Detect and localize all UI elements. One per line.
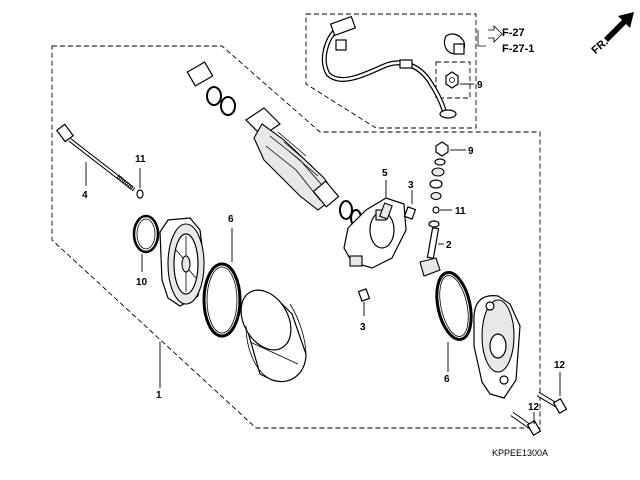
motor-yoke-part <box>240 289 307 383</box>
terminal-hardware-stack <box>419 141 449 277</box>
starter-cable <box>321 15 466 119</box>
mounting-bolt-part <box>536 391 568 415</box>
front-cover-part <box>159 217 205 307</box>
gasket-part <box>202 262 242 338</box>
gasket-part <box>435 271 473 341</box>
callout-9-upper[interactable]: 9 <box>477 80 483 91</box>
callout-3-upper[interactable]: 3 <box>408 180 414 191</box>
assembly-boundary <box>51 45 541 429</box>
long-bolt-part <box>55 123 136 192</box>
callout-6-right[interactable]: 6 <box>444 374 450 385</box>
callout-11-right[interactable]: 11 <box>455 206 466 217</box>
callout-3-lower[interactable]: 3 <box>360 322 366 333</box>
callout-1[interactable]: 1 <box>156 390 162 401</box>
callout-11-left[interactable]: 11 <box>135 154 146 165</box>
o-ring-part <box>132 214 160 254</box>
washer-part <box>136 189 144 199</box>
reference-f27-1[interactable]: F-27-1 <box>502 43 534 55</box>
mounting-bolt-part <box>510 411 542 437</box>
nut-inset-boundary <box>435 61 471 99</box>
brush-part <box>403 206 417 220</box>
reference-f27[interactable]: F-27 <box>502 27 525 39</box>
callout-10[interactable]: 10 <box>136 277 148 288</box>
reference-marker: F-27 F-27-1 <box>477 25 534 55</box>
callout-9-lower[interactable]: 9 <box>468 146 474 157</box>
armature-part <box>186 61 340 211</box>
brush-holder-part <box>343 197 407 269</box>
brush-part <box>357 288 371 302</box>
front-direction-arrow-icon: FR. <box>589 12 634 57</box>
callout-12-right[interactable]: 12 <box>554 360 566 371</box>
callout-2[interactable]: 2 <box>446 240 452 251</box>
callout-4[interactable]: 4 <box>82 190 88 201</box>
rear-cover-part <box>473 295 521 399</box>
figure-code: KPPEE1300A <box>492 448 548 458</box>
callout-5[interactable]: 5 <box>382 168 388 179</box>
nut-part <box>445 71 459 89</box>
callout-6-left[interactable]: 6 <box>228 214 234 225</box>
callout-12-left[interactable]: 12 <box>528 402 540 413</box>
